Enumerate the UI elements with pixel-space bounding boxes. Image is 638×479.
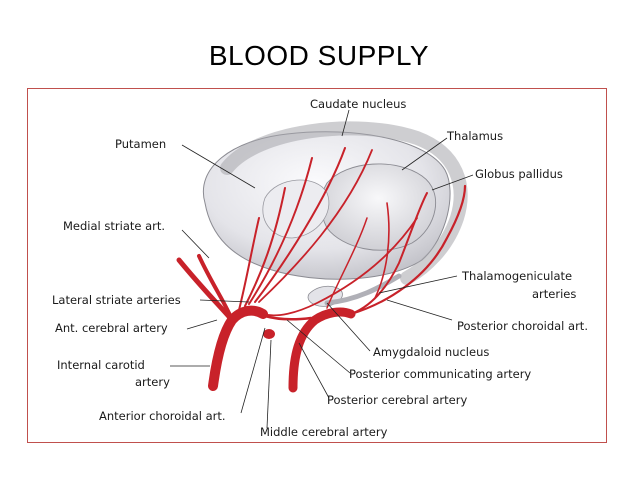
leader-medial-striate <box>181 229 210 259</box>
label-putamen: Putamen <box>115 137 166 151</box>
posterior-choroidal-artery <box>349 184 467 316</box>
leader-amygdaloid <box>326 302 371 352</box>
lateral-striate-artery <box>258 149 373 303</box>
label-globus-pallidus: Globus pallidus <box>475 167 563 181</box>
leader-globus-pallidus <box>431 174 474 191</box>
leader-posterior-choroidal <box>386 299 453 321</box>
middle-cerebral-artery-stub <box>263 329 275 339</box>
thalamic-branch <box>374 202 390 299</box>
label-caudate-nucleus: Caudate nucleus <box>310 97 406 111</box>
medial-striate-branch <box>197 254 234 322</box>
label-amygdaloid-nucleus: Amygdaloid nucleus <box>373 345 489 359</box>
tail-shape <box>324 273 402 306</box>
label-anterior-choroidal-art: Anterior choroidal art. <box>99 409 226 423</box>
label-lateral-striate-arteries: Lateral striate arteries <box>52 293 181 307</box>
thalamus-shape <box>320 163 437 251</box>
leader-anterior-choroidal <box>240 327 266 414</box>
label-posterior-communicating-artery: Posterior communicating artery <box>349 367 531 381</box>
leader-thalamus <box>401 137 448 171</box>
label-posterior-cerebral-artery: Posterior cerebral artery <box>327 393 467 407</box>
basal-ganglia-illustration <box>202 121 468 307</box>
leader-putamen <box>181 144 256 189</box>
label-thalamogeniculate: Thalamogeniculate <box>461 269 572 283</box>
label-medial-striate-art: Medial striate art. <box>63 219 165 233</box>
lateral-striate-artery <box>238 217 260 311</box>
leader-thalamogeniculate <box>378 275 458 294</box>
label-ant-cerebral-artery: Ant. cerebral artery <box>55 321 168 335</box>
leader-posterior-communicating <box>286 319 351 374</box>
posterior-communicating-artery <box>263 314 313 321</box>
thalamogeniculate-artery <box>350 192 428 315</box>
anterior-cerebral-artery <box>176 257 235 323</box>
posterior-cerebral-artery <box>288 307 356 393</box>
leader-lateral-striate <box>199 299 250 303</box>
leader-caudate <box>341 109 350 137</box>
arteries <box>176 147 467 393</box>
internal-carotid-artery <box>208 305 268 391</box>
lateral-striate-artery <box>248 157 313 305</box>
leader-posterior-cerebral <box>298 342 330 399</box>
thalamic-branch <box>326 217 368 309</box>
leader-ant-cerebral <box>186 319 218 330</box>
slide-title: BLOOD SUPPLY <box>208 40 430 71</box>
leader-middle-cerebral <box>266 339 272 429</box>
label-thalamogeniculate-arteries: arteries <box>532 287 576 301</box>
label-middle-cerebral-artery: Middle cerebral artery <box>260 425 388 439</box>
leader-lines <box>170 109 474 429</box>
label-internal-carotid: Internal carotid <box>57 358 145 372</box>
label-internal-carotid-artery: artery <box>135 375 170 389</box>
anterior-choroidal-artery <box>262 217 418 317</box>
label-posterior-choroidal-art: Posterior choroidal art. <box>457 319 588 333</box>
lateral-striate-artery <box>254 147 346 303</box>
lateral-striate-artery <box>244 187 286 307</box>
blood-supply-diagram: Caudate nucleus Thalamus Putamen Globus … <box>52 97 588 439</box>
diagram-labels: Caudate nucleus Thalamus Putamen Globus … <box>52 97 588 439</box>
label-thalamus: Thalamus <box>446 129 503 143</box>
